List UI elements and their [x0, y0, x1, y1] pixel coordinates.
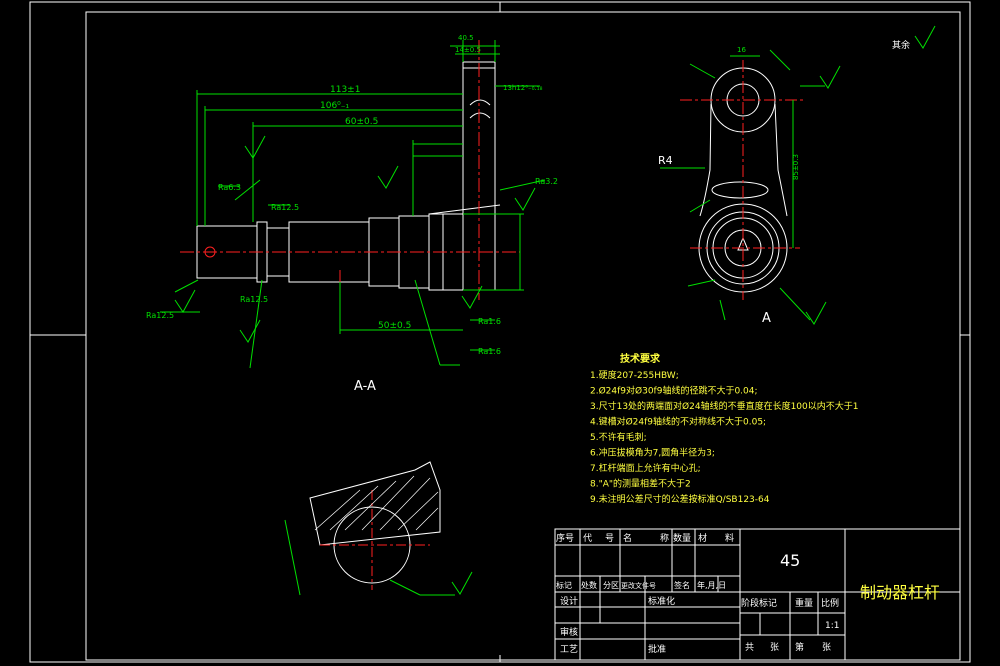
dim-106: 106⁰₋₁	[320, 101, 350, 111]
tb-mat: 材	[698, 532, 707, 544]
outer-border	[29, 1, 971, 663]
tech-item: 5.不许有毛刺;	[590, 431, 647, 443]
tb-zone: 分区	[603, 581, 619, 590]
tb-sheet2: 张	[822, 642, 831, 653]
tech-item: 3.尺寸13处的两端面对Ø24轴线的不垂直度在长度100以内不大于1	[590, 400, 858, 412]
section-label: A-A	[354, 379, 376, 394]
tb-code: 代	[583, 533, 592, 544]
tb-mat2: 料	[725, 532, 734, 544]
lever-view	[660, 25, 936, 325]
tb-approve: 批准	[648, 643, 666, 655]
dim-13: 13h12⁰₋₀.₁₈	[503, 84, 543, 92]
tb-sheet: 张	[770, 642, 779, 653]
inner-border	[85, 11, 961, 661]
dim-85: 85±0.3	[792, 154, 800, 180]
tb-part-name: 制动器杠杆	[860, 583, 940, 602]
ra-left-1: Ra12.5	[240, 295, 268, 304]
roughness-other: 其余	[892, 39, 910, 51]
shaft-view	[160, 40, 546, 369]
tb-name2: 称	[660, 532, 669, 544]
tb-ratio: 比例	[821, 597, 839, 609]
tb-review: 审核	[560, 626, 578, 638]
tb-process: 工艺	[560, 644, 578, 655]
tb-no: 号	[605, 533, 614, 544]
tb-sign: 签名	[674, 580, 690, 590]
tb-total: 共	[745, 642, 754, 653]
dim-R4: R4	[658, 154, 673, 167]
dim-16: 16	[737, 46, 746, 54]
ra-low-1: Ra1.6	[478, 317, 501, 326]
dim-50: 50±0.5	[378, 321, 411, 331]
tech-item: 4.键槽对Ø24f9轴线的不对称线不大于0.05;	[590, 416, 766, 428]
ra-left-2: Ra12.5	[146, 311, 174, 320]
keyslot-detail	[284, 461, 473, 596]
tech-item: 9.未注明公差尺寸的公差按标准Q/SB123-64	[590, 493, 770, 505]
tech-item: 7.杠杆端面上允许有中心孔;	[590, 462, 701, 474]
ra-top: Ra6.3	[218, 183, 241, 192]
tb-weight: 重量	[795, 597, 813, 609]
tech-item: 1.硬度207-255HBW;	[590, 369, 679, 381]
tb-qty: 数量	[673, 532, 691, 544]
tb-docno: 更改文件号	[621, 581, 656, 590]
tb-mark: 标记	[556, 580, 572, 590]
tb-scale: 1:1	[825, 621, 839, 631]
tb-sheetno: 第	[795, 641, 804, 653]
dim-60: 60±0.5	[345, 117, 378, 127]
dim-14: 14±0.5	[455, 46, 481, 54]
tb-material: 45	[780, 551, 800, 570]
dim-40: 40.5	[458, 34, 474, 42]
tech-title: 技术要求	[620, 352, 661, 365]
tb-count: 处数	[581, 580, 597, 590]
view-label: A	[762, 311, 771, 326]
ra-low-2: Ra1.6	[478, 347, 501, 356]
tech-item: 6.冲压拔模角为7,圆角半径为3;	[590, 447, 715, 459]
tb-stage: 阶段标记	[741, 597, 777, 609]
tb-date: 年,月,日	[697, 580, 726, 590]
tech-requirements: 1.硬度207-255HBW; 2.Ø24f9对Ø30f9轴线的径跳不大于0.04…	[590, 369, 858, 505]
tb-name: 名	[623, 532, 632, 544]
ra-mid: Ra12.5	[271, 203, 299, 212]
tb-design: 设计	[560, 595, 578, 607]
tb-standard: 标准化	[648, 595, 675, 607]
tb-seq: 序号	[556, 532, 574, 544]
tech-item: 2.Ø24f9对Ø30f9轴线的径跳不大于0.04;	[590, 385, 758, 397]
ra-right: Ra3.2	[535, 177, 558, 186]
title-block	[554, 528, 961, 661]
tech-item: 8."A"的测量相差不大于2	[590, 478, 691, 490]
dim-113: 113±1	[330, 85, 360, 95]
